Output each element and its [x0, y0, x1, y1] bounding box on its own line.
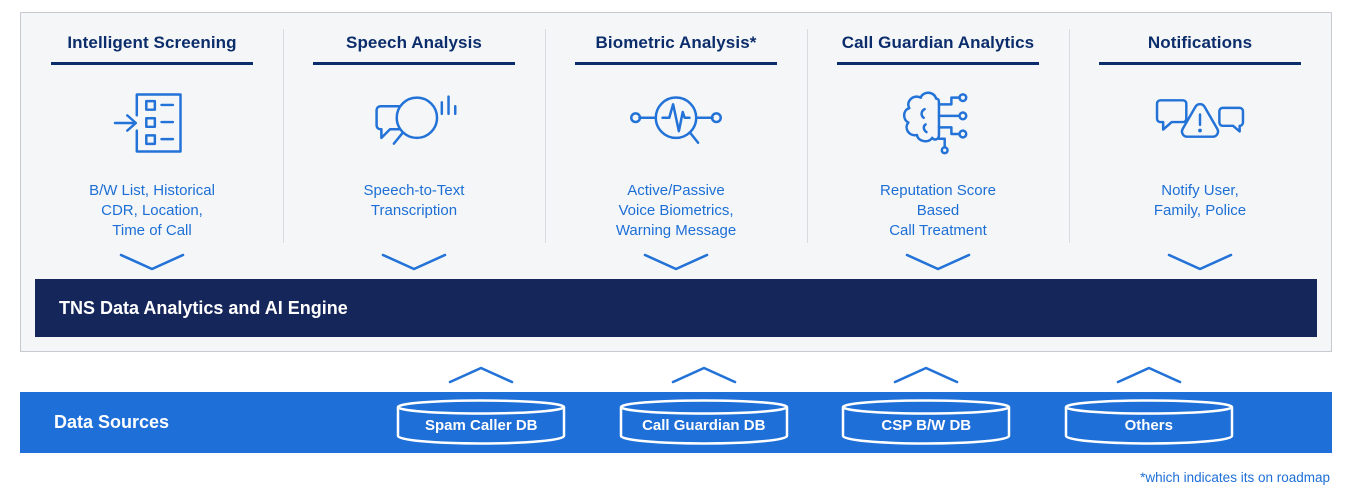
engine-bar-label: TNS Data Analytics and AI Engine: [59, 297, 348, 318]
chevron-up-icon: [593, 364, 816, 386]
stage-title: Intelligent Screening: [67, 33, 237, 52]
stage-description: B/W List, Historical CDR, Location, Time…: [89, 182, 215, 239]
title-underline: [313, 62, 515, 65]
data-flow-arrows: [20, 358, 1332, 386]
chevron-down-icon: [903, 251, 973, 273]
stage-speech-analysis: Speech Analysis Speech-to-T: [283, 13, 545, 273]
database-cylinder-icon: CSP B/W DB: [840, 398, 1012, 447]
chevron-down-icon: [117, 251, 187, 273]
database-cylinder-icon: Call Guardian DB: [618, 398, 790, 447]
database-label: Spam Caller DB: [424, 417, 538, 434]
data-sources-bar: Data Sources Spam Caller DB Call Guardia…: [20, 392, 1332, 453]
stage-biometric-analysis: Biometric Analysis*: [545, 13, 807, 273]
stage-description: Active/Passive Voice Biometrics, Warning…: [615, 182, 737, 239]
database-label: CSP B/W DB: [881, 417, 972, 434]
biometric-icon: [626, 71, 726, 175]
database-label: Call Guardian DB: [642, 417, 766, 434]
stage-intelligent-screening: Intelligent Screening: [21, 13, 283, 273]
chevron-up-icon: [815, 364, 1038, 386]
title-underline: [575, 62, 777, 65]
brain-analytics-icon: [894, 71, 982, 175]
stage-title: Notifications: [1147, 33, 1253, 52]
speech-analysis-icon: [367, 71, 461, 175]
stage-notifications: Notifications Notify User, Family, Polic…: [1069, 13, 1331, 273]
data-sources-label: Data Sources: [54, 412, 170, 432]
database-cylinder-icon: Others: [1063, 398, 1235, 447]
database-label: Others: [1124, 417, 1173, 434]
chevron-up-icon: [370, 364, 593, 386]
stage-call-guardian-analytics: Call Guardian Analytics: [807, 13, 1069, 273]
chevron-down-icon: [1165, 251, 1235, 273]
stage-title: Call Guardian Analytics: [841, 33, 1035, 52]
engine-bar: TNS Data Analytics and AI Engine: [35, 279, 1317, 337]
chevron-down-icon: [641, 251, 711, 273]
screening-icon: [112, 71, 192, 175]
stage-description: Reputation Score Based Call Treatment: [880, 182, 996, 239]
title-underline: [837, 62, 1039, 65]
stage-description: Notify User, Family, Police: [1153, 182, 1247, 219]
pipeline-stages: Intelligent Screening: [21, 13, 1331, 273]
roadmap-footnote: *which indicates its on roadmap: [1140, 470, 1330, 485]
title-underline: [51, 62, 253, 65]
stage-description: Speech-to-Text Transcription: [363, 182, 465, 219]
stage-title: Speech Analysis: [346, 33, 482, 52]
chevron-up-icon: [1038, 364, 1261, 386]
stage-title: Biometric Analysis*: [595, 33, 757, 52]
database-cylinder-icon: Spam Caller DB: [395, 398, 567, 447]
notifications-icon: [1149, 71, 1251, 175]
chevron-down-icon: [379, 251, 449, 273]
title-underline: [1099, 62, 1301, 65]
pipeline-panel: Intelligent Screening: [20, 12, 1332, 352]
